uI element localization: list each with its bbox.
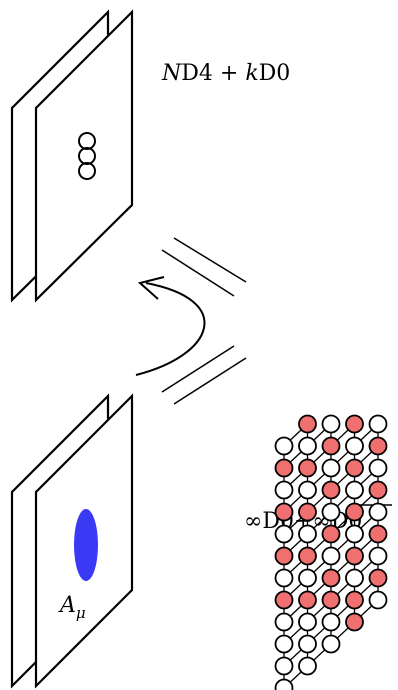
anti-d0-node (298, 502, 317, 522)
d0-node (345, 436, 364, 456)
d0-node (274, 678, 294, 690)
bottom-brane-pair (10, 393, 134, 689)
d0-node (298, 612, 317, 632)
d0-node (274, 568, 294, 588)
d0-node (274, 524, 294, 544)
separator-lines (161, 237, 247, 405)
d0-lattice (274, 414, 388, 690)
anti-d0-node (368, 524, 388, 544)
anti-d0-node (345, 546, 364, 566)
d0-node (321, 458, 341, 478)
d0-node (321, 502, 341, 522)
lattice-line (283, 423, 355, 491)
anti-d0-node (274, 502, 294, 522)
d0-node (368, 546, 388, 566)
d0-node (274, 634, 294, 654)
d0-circle-3 (78, 162, 96, 180)
top-brane-pair (10, 9, 134, 303)
anti-d0-node (321, 568, 341, 588)
anti-d0-node (368, 436, 388, 456)
gauge-label: Aμ (58, 593, 86, 622)
anti-d0-node (321, 590, 341, 610)
d0-node (345, 568, 364, 588)
d0-node (321, 634, 341, 654)
d0-node (368, 502, 388, 522)
d0-node (298, 634, 317, 654)
d0-node (321, 414, 341, 434)
anti-d0-node (345, 590, 364, 610)
d0-node (345, 524, 364, 544)
anti-d0-node (345, 414, 364, 434)
curved-arrow (135, 282, 206, 376)
anti-d0-node (368, 568, 388, 588)
d0-node (298, 524, 317, 544)
d0-node (321, 546, 341, 566)
d0-node (345, 480, 364, 500)
anti-d0-node (298, 458, 317, 478)
d0-node (274, 436, 294, 456)
d0-node (368, 590, 388, 610)
d0-node (298, 568, 317, 588)
anti-d0-node (345, 612, 364, 632)
arrow-head (137, 276, 165, 300)
anti-d0-node (298, 546, 317, 566)
anti-d0-node (321, 480, 341, 500)
d0-node (274, 612, 294, 632)
d0-node (298, 656, 317, 676)
d0-node (274, 480, 294, 500)
anti-d0-node (321, 524, 341, 544)
d0-node (298, 436, 317, 456)
d0-node (368, 414, 388, 434)
anti-d0-node (274, 458, 294, 478)
d0-node (298, 480, 317, 500)
anti-d0-node (368, 480, 388, 500)
d0-instantons (78, 132, 96, 180)
d0-node (368, 458, 388, 478)
anti-d0-node (345, 502, 364, 522)
top-label: ND4 + kD0 (161, 61, 290, 86)
top-brane-front (34, 9, 134, 303)
anti-d0-node (274, 546, 294, 566)
anti-d0-node (298, 590, 317, 610)
d0-node (274, 656, 294, 676)
anti-d0-node (321, 436, 341, 456)
anti-d0-node (345, 458, 364, 478)
gauge-field-blob (74, 509, 98, 581)
anti-d0-node (274, 590, 294, 610)
anti-d0-node (298, 414, 317, 434)
d0-node (321, 612, 341, 632)
